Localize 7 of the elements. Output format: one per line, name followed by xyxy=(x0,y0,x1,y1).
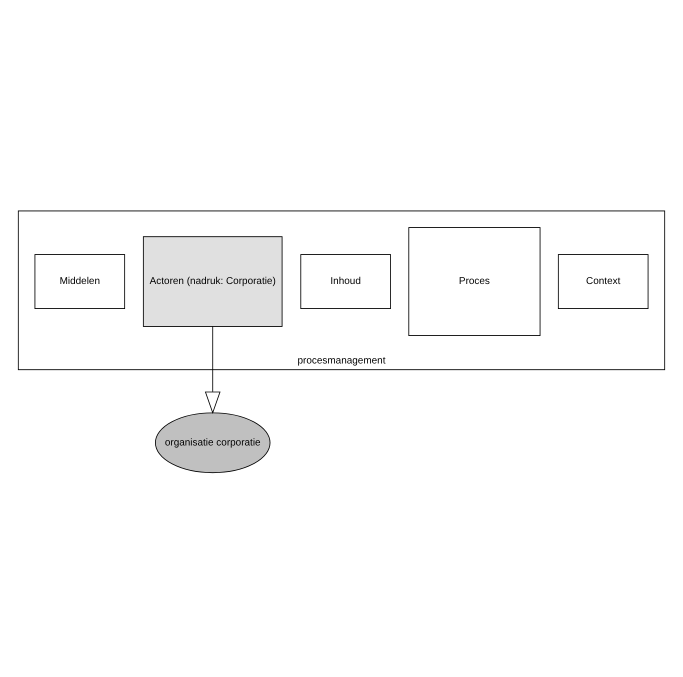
node-box: Proces xyxy=(408,227,540,336)
node-box: Inhoud xyxy=(300,254,391,309)
arrow xyxy=(204,326,221,414)
node-box: Actoren (nadruk: Corporatie) xyxy=(142,236,283,327)
node-box: Middelen xyxy=(34,254,126,309)
node-ellipse: organisatie corporatie xyxy=(154,412,270,474)
node-box: Context xyxy=(558,254,648,309)
